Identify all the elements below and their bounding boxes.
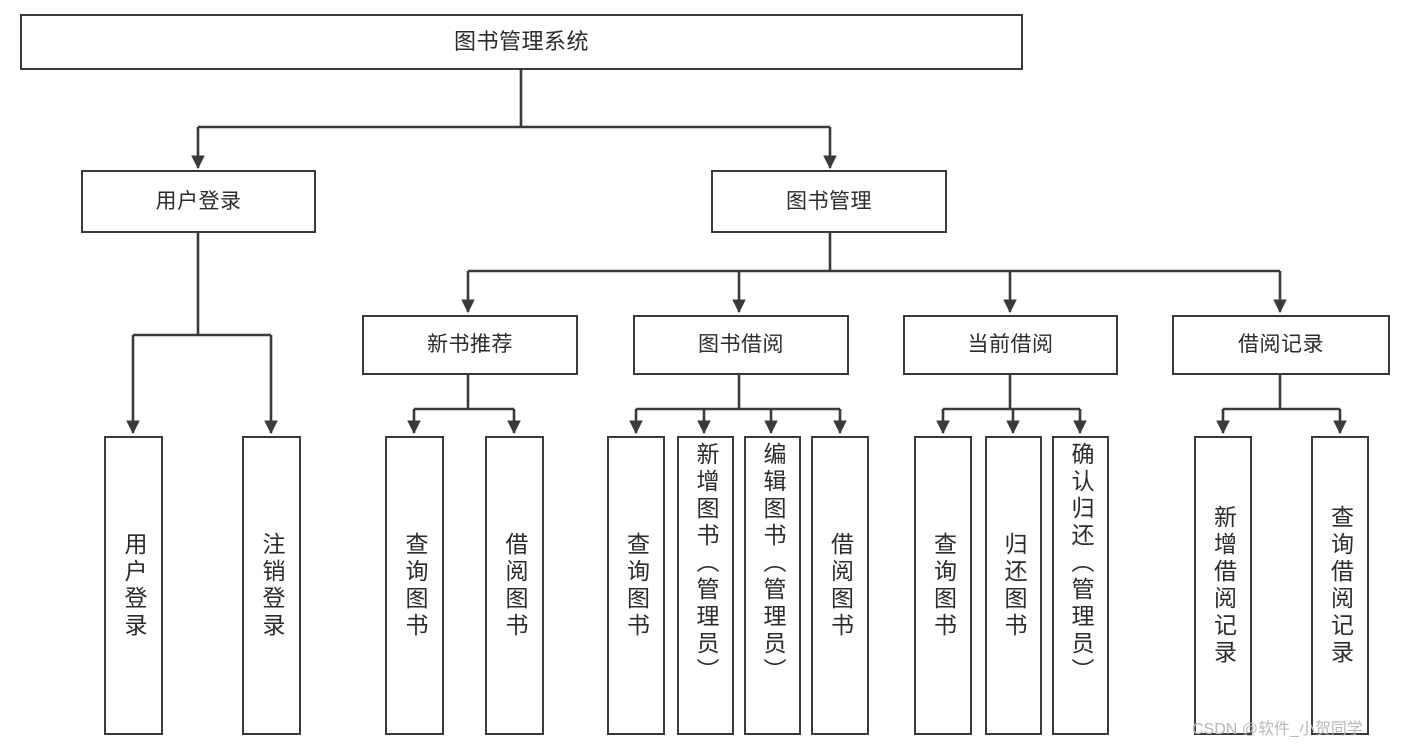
node-label: 查询图书 xyxy=(930,531,957,640)
node-borrowing-record[interactable]: 借阅记录 xyxy=(1172,315,1390,375)
node-user-login[interactable]: 用户登录 xyxy=(81,170,316,233)
leaf-query-books-current[interactable]: 查询图书 xyxy=(914,436,972,735)
leaf-confirm-return-admin[interactable]: 确认归还（管理员） xyxy=(1052,436,1109,735)
node-label: 图书借阅 xyxy=(698,333,784,357)
leaf-borrow-books-borrowing[interactable]: 借阅图书 xyxy=(811,436,869,735)
leaf-return-books[interactable]: 归还图书 xyxy=(985,436,1042,735)
node-label: 借阅记录 xyxy=(1238,333,1324,357)
node-label: 用户登录 xyxy=(155,189,242,213)
leaf-add-book-admin[interactable]: 新增图书（管理员） xyxy=(677,436,734,735)
node-label: 用户登录 xyxy=(121,531,147,640)
node-label: 图书管理系统 xyxy=(453,28,589,54)
node-book-borrowing[interactable]: 图书借阅 xyxy=(633,315,849,375)
node-current-borrowing[interactable]: 当前借阅 xyxy=(903,315,1118,375)
node-label: 借阅图书 xyxy=(502,531,528,640)
node-label: 借阅图书 xyxy=(827,531,854,640)
leaf-query-books-borrowing[interactable]: 查询图书 xyxy=(607,436,665,735)
node-label: 新增借阅记录 xyxy=(1210,504,1237,667)
leaf-query-borrow-record[interactable]: 查询借阅记录 xyxy=(1311,436,1369,735)
leaf-user-login[interactable]: 用户登录 xyxy=(104,436,163,735)
node-label: 查询借阅记录 xyxy=(1327,504,1354,667)
leaf-edit-book-admin[interactable]: 编辑图书（管理员） xyxy=(744,436,801,735)
node-root-book-management-system[interactable]: 图书管理系统 xyxy=(20,14,1023,70)
node-label: 图书管理 xyxy=(786,189,872,213)
leaf-borrow-books-recommendation[interactable]: 借阅图书 xyxy=(485,436,544,735)
node-label: 新增图书（管理员） xyxy=(693,442,719,685)
csdn-watermark: CSDN @软件_小贺同学 xyxy=(1192,721,1363,738)
node-label: 查询图书 xyxy=(623,531,650,640)
node-label: 注销登录 xyxy=(259,531,285,640)
node-label: 当前借阅 xyxy=(967,333,1054,357)
node-label: 编辑图书（管理员） xyxy=(760,442,786,685)
leaf-add-borrow-record[interactable]: 新增借阅记录 xyxy=(1194,436,1252,735)
node-book-management[interactable]: 图书管理 xyxy=(711,170,947,233)
node-label: 新书推荐 xyxy=(427,333,513,357)
node-label: 确认归还（管理员） xyxy=(1068,442,1094,685)
leaf-query-books-recommendation[interactable]: 查询图书 xyxy=(385,436,444,735)
node-label: 查询图书 xyxy=(402,531,428,640)
leaf-logout[interactable]: 注销登录 xyxy=(242,436,301,735)
node-new-book-recommendation[interactable]: 新书推荐 xyxy=(362,315,578,375)
node-label: 归还图书 xyxy=(1001,531,1027,640)
